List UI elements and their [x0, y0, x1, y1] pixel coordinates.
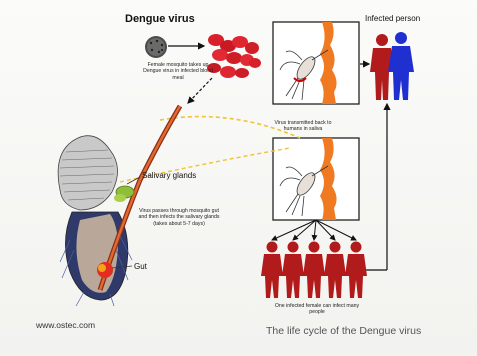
gut-label: Gut: [134, 262, 147, 271]
mosquito-takes-virus-note: Female mosquito takes up Dengue virus in…: [138, 62, 218, 81]
infected-crowd: [261, 242, 367, 299]
salivary-glands-label: Salivary glands: [142, 171, 196, 180]
website-credit: www.ostec.com: [36, 320, 95, 330]
infected-person-label: Infected person: [365, 14, 420, 23]
mosquito-biting-panel-top: [273, 22, 359, 104]
virus-passes-note: Virus passes through mosquito gut and th…: [138, 208, 220, 227]
virus-particle-icon: [145, 36, 167, 58]
infected-person-figures: [370, 32, 414, 100]
dengue-virus-label: Dengue virus: [125, 13, 195, 25]
mosquito-anatomy-illustration: [58, 106, 180, 306]
blood-to-mosquito-arrow: [188, 78, 212, 103]
one-infected-female-note: One infected female can infect many peop…: [272, 303, 362, 316]
spread-arrows: [272, 220, 356, 240]
virus-transmitted-note: Virus transmitted back to humans in sali…: [268, 120, 338, 133]
diagram-caption: The life cycle of the Dengue virus: [266, 325, 421, 337]
mosquito-biting-panel-middle: [273, 138, 359, 220]
